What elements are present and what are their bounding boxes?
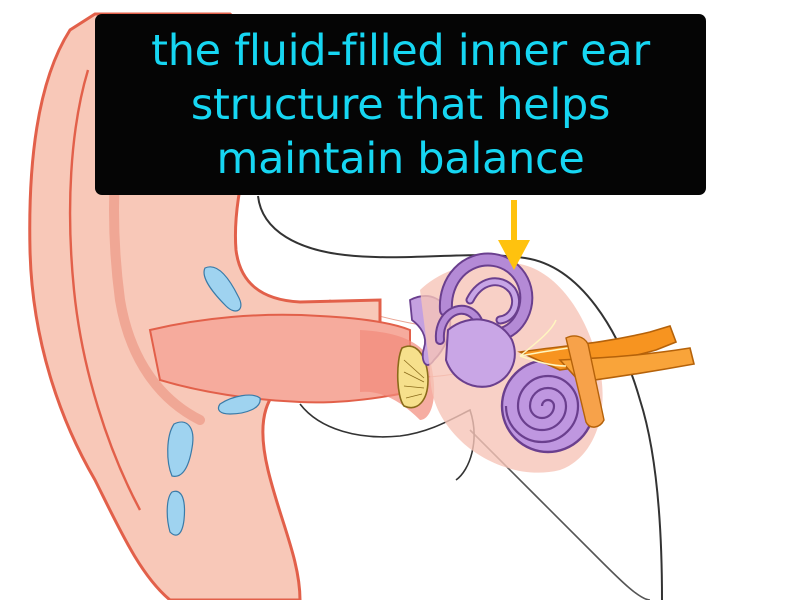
caption-line-3: maintain balance: [216, 133, 585, 184]
cartilage-spot: [203, 266, 242, 312]
caption-line-1: the fluid-filled inner ear: [151, 25, 650, 76]
pinna-inner-fold: [68, 69, 142, 511]
vessel: [565, 335, 605, 428]
vestibule: [444, 318, 516, 388]
caption-line-2: structure that helps: [190, 79, 611, 130]
cartilage-spot: [167, 421, 194, 477]
cartilage-spot: [166, 490, 186, 536]
pointer-arrow: [498, 200, 530, 270]
caption-box: the fluid-filled inner ear structure tha…: [95, 14, 706, 195]
head-outline: [257, 195, 663, 600]
eardrum-lines: [403, 359, 425, 399]
cartilage-spot: [217, 394, 261, 415]
